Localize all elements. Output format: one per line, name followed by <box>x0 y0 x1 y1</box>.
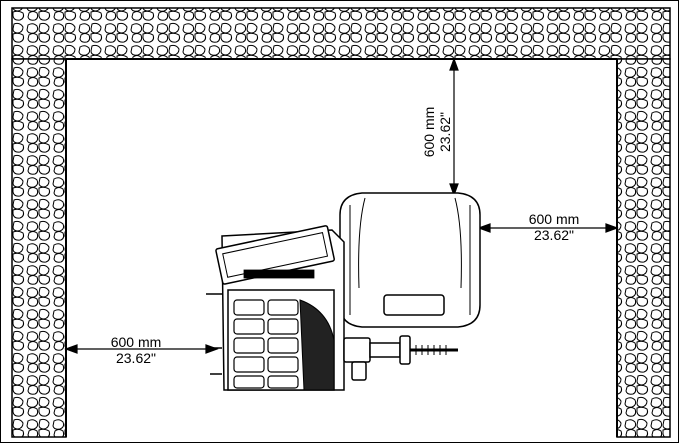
top-clearance-imperial: 23.62" <box>437 112 453 153</box>
stone-walls <box>11 7 671 438</box>
dimension-arrows <box>64 57 619 354</box>
left-clearance-imperial: 23.62" <box>115 350 156 366</box>
right-clearance-label: 600 mm 23.62" <box>514 211 594 243</box>
right-clearance-metric: 600 mm <box>528 211 580 227</box>
top-clearance-metric: 600 mm <box>421 106 437 158</box>
right-clearance-imperial: 23.62" <box>533 227 574 243</box>
left-clearance-label: 600 mm 23.62" <box>92 334 180 366</box>
wheel-balancer-machine <box>206 192 481 391</box>
top-clearance-label: 600 mm 23.62" <box>421 100 485 164</box>
left-clearance-metric: 600 mm <box>110 334 162 350</box>
